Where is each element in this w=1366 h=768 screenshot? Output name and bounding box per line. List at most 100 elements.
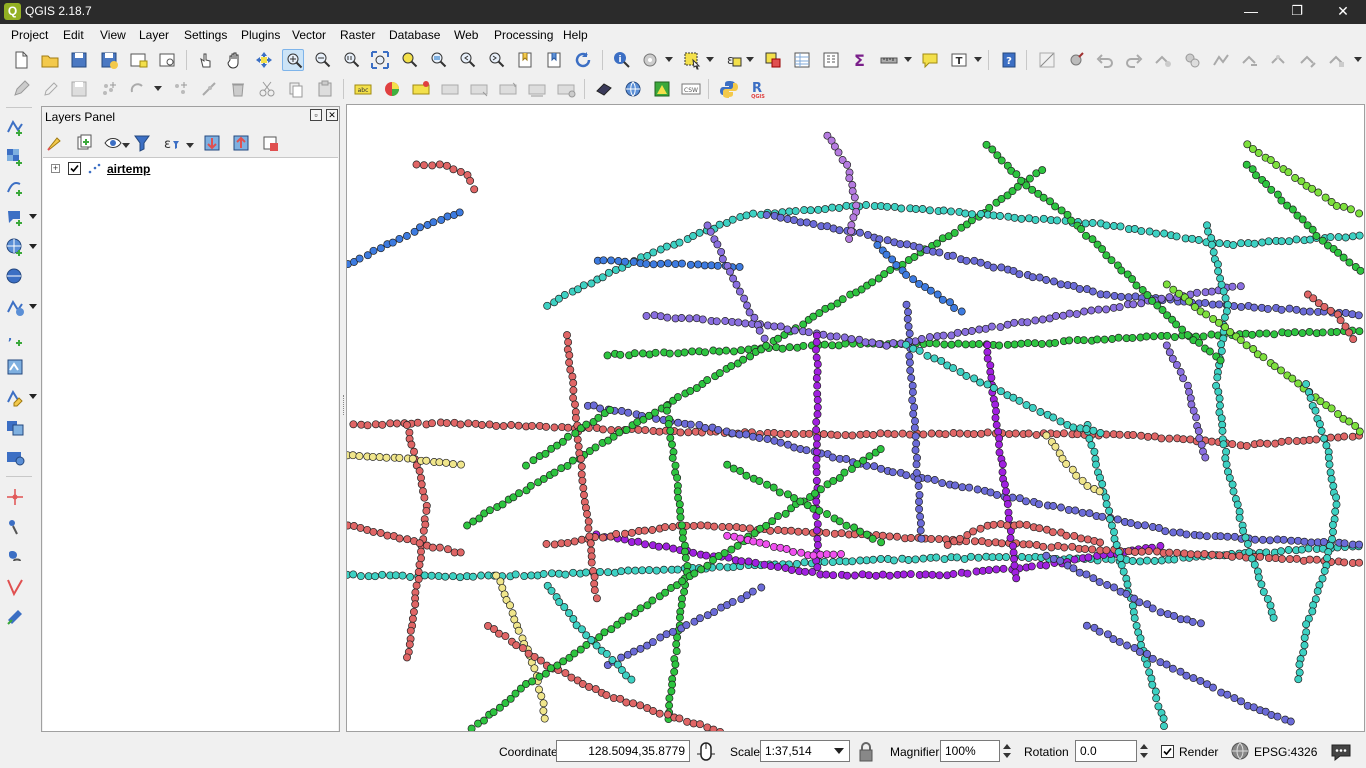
add-wms-layer-icon[interactable] [4, 236, 26, 258]
menu-web[interactable]: Web [454, 28, 479, 42]
zoom-native-icon[interactable] [340, 49, 362, 71]
layer-visibility-checkbox[interactable] [68, 162, 81, 175]
zoom-to-layer-icon[interactable] [427, 49, 449, 71]
filter-legend-icon[interactable] [132, 133, 152, 153]
redo-icon[interactable] [1123, 49, 1145, 71]
layer-diagram-icon[interactable] [381, 78, 403, 100]
panel-float-button[interactable]: ▫ [310, 109, 322, 121]
mouse-coordinate-toggle-icon[interactable] [694, 740, 718, 764]
digitize-grid-icon[interactable] [1036, 49, 1058, 71]
zoom-last-icon[interactable] [456, 49, 478, 71]
save-layer-edits-icon[interactable] [68, 78, 90, 100]
text-annotation-icon[interactable]: T [948, 49, 970, 71]
vertex-tool-icon[interactable] [593, 78, 615, 100]
menu-settings[interactable]: Settings [184, 28, 228, 42]
save-as-icon[interactable] [98, 49, 120, 71]
add-mssql-layer-icon[interactable] [4, 206, 26, 228]
add-wcs-layer-icon[interactable] [4, 266, 26, 288]
menu-raster[interactable]: Raster [340, 28, 376, 42]
new-print-composer-icon[interactable] [127, 49, 149, 71]
scale-combobox[interactable]: 1:37,514 [760, 740, 850, 762]
expand-all-icon[interactable] [202, 133, 222, 153]
advanced-tool-6-icon[interactable] [1297, 49, 1319, 71]
delete-selected-icon[interactable] [227, 78, 249, 100]
coordinate-field[interactable]: 128.5094,35.8779 [556, 740, 690, 762]
menu-vector[interactable]: Vector [292, 28, 327, 42]
move-feature-icon[interactable] [127, 78, 149, 100]
advanced-tool-7-icon[interactable] [1326, 49, 1348, 71]
toggle-editing-icon[interactable] [39, 78, 61, 100]
add-ring-icon[interactable] [4, 486, 26, 508]
offset-curve-icon[interactable] [4, 516, 26, 538]
rotate-label-icon[interactable] [497, 78, 519, 100]
map-tool-icon[interactable] [4, 606, 26, 628]
attribute-table-icon[interactable] [791, 49, 813, 71]
menu-database[interactable]: Database [389, 28, 441, 42]
layer-labeling-icon[interactable]: abc [352, 78, 374, 100]
menu-layer[interactable]: Layer [139, 28, 170, 42]
save-project-icon[interactable] [68, 49, 90, 71]
menu-plugins[interactable]: Plugins [241, 28, 281, 42]
change-label-icon[interactable] [526, 78, 548, 100]
fill-ring-icon[interactable] [4, 546, 26, 568]
composer-manager-icon[interactable] [156, 49, 178, 71]
messages-icon[interactable] [1328, 740, 1354, 764]
touch-zoom-icon[interactable] [195, 49, 217, 71]
open-project-icon[interactable] [39, 49, 61, 71]
deselect-all-icon[interactable] [762, 49, 784, 71]
add-delimited-text-icon[interactable]: , [4, 326, 26, 348]
paste-features-icon[interactable] [314, 78, 336, 100]
python-console-icon[interactable] [718, 78, 740, 100]
filter-by-expression-icon[interactable]: ε [161, 133, 181, 153]
vector-tool-icon[interactable] [4, 576, 26, 598]
refresh-icon[interactable] [572, 49, 594, 71]
open-styling-icon[interactable] [45, 133, 65, 153]
show-bookmarks-icon[interactable] [543, 49, 565, 71]
maximize-button[interactable]: ❐ [1291, 3, 1303, 18]
move-label-icon[interactable] [468, 78, 490, 100]
brush-tool-icon[interactable] [1065, 49, 1087, 71]
help-context-icon[interactable]: ? [998, 49, 1020, 71]
zoom-next-icon[interactable] [485, 49, 507, 71]
new-shapefile-layer-icon[interactable] [4, 386, 26, 408]
advanced-tool-3-icon[interactable] [1210, 49, 1232, 71]
measure-line-icon[interactable] [878, 49, 900, 71]
advanced-tool-5-icon[interactable] [1268, 49, 1290, 71]
magnifier-spinbox[interactable]: 100% [940, 740, 1000, 762]
undo-icon[interactable] [1094, 49, 1116, 71]
label-properties-icon[interactable] [555, 78, 577, 100]
pin-labels-icon[interactable] [410, 78, 432, 100]
select-features-icon[interactable] [681, 49, 703, 71]
pan-map-icon[interactable] [224, 49, 246, 71]
panel-close-button[interactable]: ✕ [326, 109, 338, 121]
advanced-tool-4-icon[interactable] [1239, 49, 1261, 71]
add-oracle-layer-icon[interactable] [4, 416, 26, 438]
add-group-icon[interactable] [74, 133, 94, 153]
manage-visibility-icon[interactable] [103, 133, 123, 153]
zoom-full-icon[interactable] [369, 49, 391, 71]
zoom-to-selection-icon[interactable] [398, 49, 420, 71]
magnifier-spin-buttons[interactable] [1000, 740, 1014, 762]
menu-edit[interactable]: Edit [63, 28, 84, 42]
add-wfs-layer-icon[interactable] [4, 296, 26, 318]
statistical-summary-icon[interactable]: Σ [849, 49, 871, 71]
minimize-button[interactable]: — [1244, 3, 1258, 19]
georeferencer-icon[interactable] [651, 78, 673, 100]
zoom-in-icon[interactable] [282, 49, 304, 71]
action-icon[interactable] [639, 49, 661, 71]
current-edits-icon[interactable] [10, 78, 32, 100]
new-bookmark-icon[interactable] [514, 49, 536, 71]
add-db2-layer-icon[interactable] [4, 446, 26, 468]
map-canvas[interactable] [346, 104, 1365, 732]
field-calculator-icon[interactable] [820, 49, 842, 71]
add-spatialite-layer-icon[interactable] [4, 176, 26, 198]
rotation-spin-buttons[interactable] [1137, 740, 1151, 762]
copy-features-icon[interactable] [285, 78, 307, 100]
remove-layer-icon[interactable] [260, 133, 280, 153]
advanced-tool-1-icon[interactable] [1152, 49, 1174, 71]
add-feature-icon[interactable] [98, 78, 120, 100]
menu-help[interactable]: Help [563, 28, 588, 42]
crs-globe-icon[interactable] [1230, 741, 1250, 761]
panel-splitter[interactable] [343, 395, 345, 415]
expand-layer-button[interactable]: + [51, 163, 60, 173]
